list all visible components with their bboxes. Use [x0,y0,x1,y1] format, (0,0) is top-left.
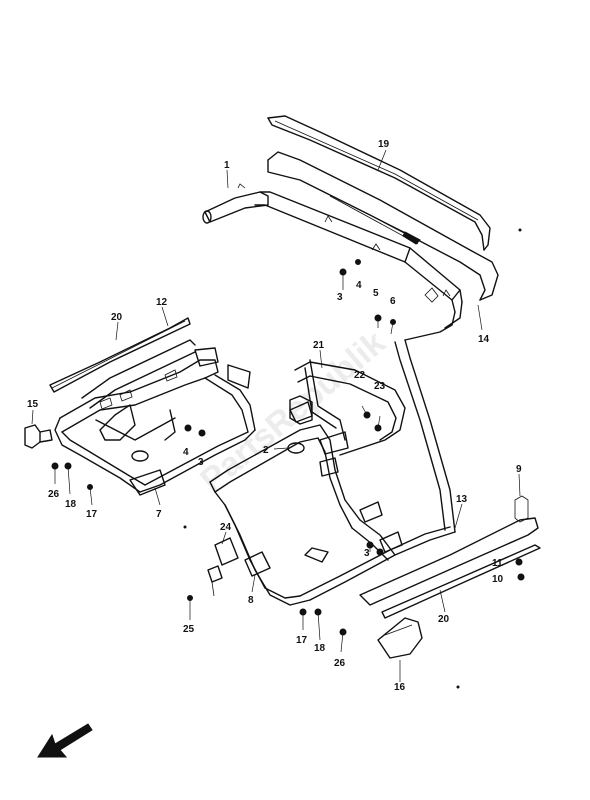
label-part-9: 9 [516,464,522,475]
side-rail-right [359,495,541,619]
label-part-15: 15 [27,399,39,410]
label-part-17-left: 17 [86,509,98,520]
label-part-17-right: 17 [296,635,308,646]
label-part-5: 5 [373,288,379,299]
label-part-7: 7 [156,509,162,520]
label-part-6: 6 [390,296,396,307]
trim-strip [267,115,491,251]
label-part-21: 21 [313,340,325,351]
rear-frame-upper [202,183,463,341]
label-part-18-left: 18 [65,499,77,510]
part-labels: 1 19 3 4 5 6 14 12 20 21 22 23 15 4 3 2 … [27,139,522,693]
fasteners [51,259,525,653]
label-part-12: 12 [156,297,168,308]
label-part-18-right: 18 [314,643,326,654]
label-part-1: 1 [224,160,230,171]
left-rack [54,339,256,496]
label-part-19: 19 [378,139,390,150]
label-part-25: 25 [183,624,195,635]
label-part-2: 2 [263,445,269,456]
label-part-4: 4 [356,280,362,291]
direction-arrow-icon [37,723,93,758]
label-part-8: 8 [248,595,254,606]
label-part-4-b: 4 [183,447,189,458]
side-strip-left [49,317,191,393]
lock-24 [207,537,239,597]
label-part-16: 16 [394,682,406,693]
bracket-15 [24,424,53,449]
label-part-20-right: 20 [438,614,450,625]
label-part-13: 13 [456,494,468,505]
label-part-22: 22 [354,370,366,381]
label-part-24: 24 [220,522,232,533]
label-part-26-right: 26 [334,658,346,669]
label-part-3-c: 3 [364,548,370,559]
dots [183,228,522,689]
label-part-20-left: 20 [111,312,123,323]
lower-frame [209,339,456,606]
label-part-3-b: 3 [198,457,204,468]
label-part-14: 14 [478,334,490,345]
leader-lines [31,149,521,682]
cap-16 [377,617,423,659]
label-part-26-left: 26 [48,489,60,500]
label-part-23: 23 [374,381,386,392]
label-part-3: 3 [337,292,343,303]
carrier-rail [267,151,499,303]
label-part-10: 10 [492,574,504,585]
label-part-11: 11 [492,558,503,569]
